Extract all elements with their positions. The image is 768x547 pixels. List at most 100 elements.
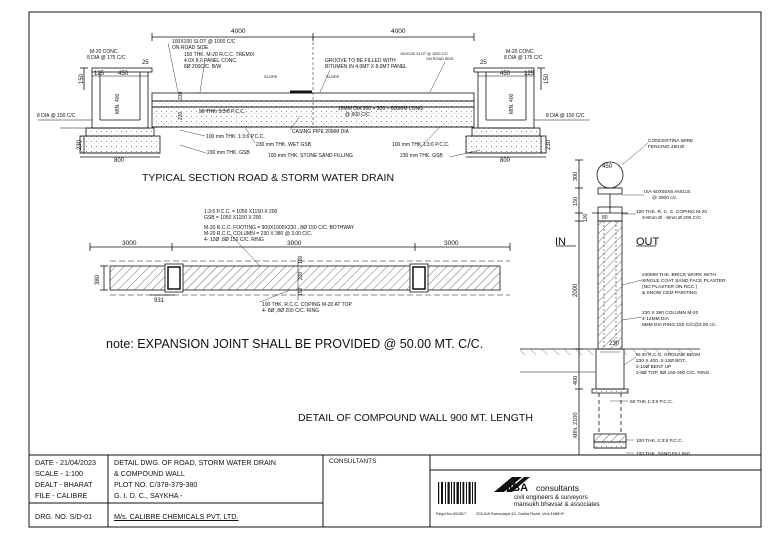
tb-dealt: DEALT - BHARAT <box>35 480 93 489</box>
tb-desc-line2: & COMPOUND WALL <box>114 469 185 478</box>
dim-min2100: MIN. 2100 <box>573 413 579 438</box>
pcc100-note: 100 THK. 1:3:6 P.C.C. <box>636 438 683 444</box>
dim-150-left: 150 <box>79 73 85 84</box>
dim-min400-left: MIN. 400 <box>115 93 121 114</box>
dim-150a: 150 <box>298 287 304 296</box>
dim-3000-2: 3000 <box>287 240 302 247</box>
dim-800-right: 800 <box>500 158 511 164</box>
tb-firm-line1: civil engineers & surveyors <box>514 494 588 501</box>
note-slot-right-2: ON ROAD SIDE <box>426 57 454 61</box>
column-note-3: 8MM DIA RING 150 C/C@3.00 c/c. <box>642 322 717 328</box>
tb-address: 203-9/A Sarvodaya 43, Gokila Road, Ved-4… <box>476 511 565 516</box>
sheet-border <box>28 11 762 528</box>
pcc50-note: 50 THK.1:3:6 P.C.C. <box>630 399 673 405</box>
dim-230-mid-left: 230 <box>178 111 184 120</box>
dim-2000: 2000 <box>573 283 579 297</box>
tb-desc-line1: DETAIL DWG. OF ROAD, STORM WATER DRAIN <box>114 458 276 467</box>
column-note-2: 4-12MM DIA <box>642 316 670 322</box>
note-slope-right: SLOPE <box>326 74 340 79</box>
tb-date: DATE - 21/04/2023 <box>35 458 96 467</box>
note-pcc-bottom-left: 100 mm THK. 1:3:6 P.C.C. <box>206 134 265 140</box>
label-out: OUT <box>636 236 660 248</box>
wall-section-labels: IN OUT CONCERTINA WIRE FENCING 450 Ø ISA… <box>555 138 726 457</box>
plan-coping-1: 100 THK. R.C.C. COPING M-20 AT TOP <box>262 302 353 308</box>
compound-plan-labels: 1:3:6 P.C.C. = 1050 X1150 X 200 GSB = 10… <box>95 209 459 314</box>
dim-150-right: 150 <box>544 73 550 84</box>
dim-4000-left: 4000 <box>231 28 246 35</box>
beam-note-4: 2-8Ø TOP, 8Ø 150-200 C/C. RING <box>636 370 710 376</box>
note-conc-left-2: 8 DIA @ 175 C/C <box>87 55 126 61</box>
dim-800-left: 800 <box>114 158 125 164</box>
angle-note-2: @ 3000 c/c. <box>652 195 678 201</box>
expansion-joint-note: note: EXPANSION JOINT SHALL BE PROVIDED … <box>106 337 483 351</box>
svg-text:MBA: MBA <box>503 482 528 494</box>
tb-scale: SCALE - 1:100 <box>35 469 83 478</box>
dim-3000-1: 3000 <box>122 240 137 247</box>
dim-380: 380 <box>95 274 101 285</box>
title-block-grid <box>29 454 761 527</box>
dim-80: 80 <box>602 215 608 221</box>
wire-note-1: CONCERTINA WIRE <box>648 138 693 144</box>
dim-150-post: 150 <box>573 197 579 206</box>
dim-min400-right: MIN. 400 <box>509 93 515 114</box>
plan-note-4: M-20 R.C.C. COLUMN = 230 X 380 @ 3.00 C/… <box>204 231 312 237</box>
coping-note-2: 3-8mm Ø - 8mm Ø 200 C/C <box>642 215 701 221</box>
tb-drawing-number: DRG. NO. S/D-01 <box>35 512 93 521</box>
beam-note-2: 230 X 400, 2-12Ø BOT., <box>636 358 687 364</box>
dim-25-left: 25 <box>142 60 149 66</box>
note-slope-left: SLOPE <box>264 74 278 79</box>
dim-150b: 150 <box>298 255 304 264</box>
plan-note-1: 1:3:6 P.C.C. = 1050 X1150 X 200 <box>204 209 278 215</box>
dim-300: 300 <box>573 172 579 181</box>
note-casing: CASING PIPE 20MM DIA <box>292 129 350 135</box>
brick-note-4: & SNOW CEM PAINTING <box>642 290 697 296</box>
note-conc-left: M-20 CONC. <box>90 49 119 55</box>
dim-450-left: 450 <box>118 71 129 77</box>
plan-note-2: GSB = 1050 X1150 X 200 <box>204 215 262 221</box>
wire-note-2: FENCING 450 Ø <box>648 144 684 150</box>
dim-230-beam: 230 <box>609 341 620 347</box>
note-slot-right: 100X100 SLOT @ 1000 C/C <box>400 52 448 56</box>
tb-client: M/s. CALIBRE CHEMICALS PVT. LTD. <box>114 512 239 521</box>
note-dowel-2: @ 600 C/C <box>345 112 370 118</box>
dim-100-coping: 100 <box>583 213 589 222</box>
note-sand-filling: 100 mm THK. STONE SAND FILLING <box>268 153 353 159</box>
note-pcc-mid: 50 THK. 1:3:6 P.C.C. <box>199 109 245 115</box>
brick-note-2: SINGLE COAT SAND FACE PLASTER <box>642 278 726 284</box>
sand100-note: 100 THK. SAND FILLING <box>636 451 691 457</box>
note-conc-right: M-20 CONC. <box>506 49 535 55</box>
dim-931: 931 <box>154 298 165 304</box>
note-groove-1: GROOVE TO BE FILLED WITH <box>325 58 396 64</box>
wall-detail-title: DETAIL OF COMPOUND WALL 900 MT. LENGTH <box>298 412 533 424</box>
note-conc-right-2: 8 DIA @ 175 C/C <box>504 55 543 61</box>
dim-230: 230 <box>298 271 304 280</box>
tb-firm-line2: mansukh bhavsar & associates <box>514 501 600 508</box>
road-section-drawing <box>38 33 590 158</box>
compound-wall-plan <box>89 233 511 303</box>
note-dia-right: 8 DIA @ 150 C/C <box>546 113 585 119</box>
column-note-1: 230 X 380 COLUMN M-20 <box>642 310 699 316</box>
barcode <box>438 482 476 504</box>
tb-logo-word: consultants <box>536 483 579 493</box>
note-trimix-3: 8Ø 200C/C. B/W <box>184 64 222 70</box>
note-slot-left: 100X100 SLOT @ 1000 C/C <box>172 39 236 45</box>
angle-note-1: ISA-50X50X6 ANGLE <box>644 189 690 195</box>
brick-note-3: (NO PLASTER ON RCC.) <box>642 284 698 290</box>
note-dowel-1: 16MM DIA 300 + 300 = 600MM LONG <box>338 106 423 112</box>
dim-450-right: 450 <box>500 71 511 77</box>
tb-desc-line3: PLOT NO. C/378-379-380 <box>114 480 198 489</box>
coping-note-1: 100 THK. R. C. C. COPING M-20 <box>636 209 707 215</box>
plan-note-5: 4- 12Ø ,8Ø 150 C/C. RING <box>204 237 264 243</box>
note-wet-gsb: 230 mm THK. WET GSB <box>256 142 312 148</box>
beam-note-1: M-20 R.C.C. GROUND BEAM <box>636 352 700 358</box>
tb-consultants-heading: CONSULTANTS <box>329 458 377 465</box>
note-trimix-2: 4.0X 8.0 PANEL CONC. <box>184 58 237 64</box>
plan-note-3: M-20 R.C.C. FOOTING = 900X1000X230 , 8Ø … <box>204 225 355 231</box>
dim-400: 400 <box>573 376 579 385</box>
note-slot-left-2: ON ROAD SIDE <box>172 45 209 51</box>
tb-desc-line4: G. I. D. C., SAYKHA - <box>114 491 183 500</box>
road-section-title: TYPICAL SECTION ROAD & STORM WATER DRAIN <box>142 172 394 184</box>
brick-note-1: 230MM THK. BRICK WORK WITH <box>642 272 717 278</box>
